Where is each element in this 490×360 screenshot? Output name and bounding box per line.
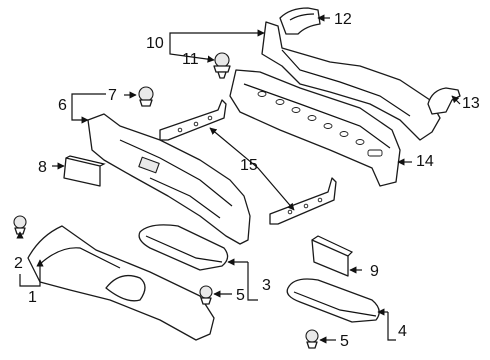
- callout-4: 4: [398, 323, 407, 340]
- callout-7: 7: [108, 87, 117, 104]
- part-6-rear-panel: [87, 113, 251, 245]
- callout-13: 13: [462, 95, 480, 112]
- callout-2: 2: [14, 255, 23, 272]
- callout-1: 1: [28, 289, 37, 306]
- part-8-pad: [63, 155, 106, 187]
- callout-5-upper: 5: [236, 287, 245, 304]
- callout-8: 8: [38, 159, 47, 176]
- part-5-clip-lower: [305, 329, 319, 349]
- part-11-clip: [213, 52, 231, 79]
- callout-6: 6: [58, 97, 67, 114]
- callout-12: 12: [334, 11, 352, 28]
- leader-lines: [16, 14, 461, 344]
- callout-3: 3: [262, 277, 271, 294]
- part-15-upper-bracket: [159, 99, 227, 141]
- part-9-bracket: [311, 235, 354, 277]
- callout-11: 11: [182, 51, 199, 68]
- callout-5-lower: 5: [340, 333, 349, 350]
- part-5-clip-upper: [199, 285, 213, 305]
- callout-9: 9: [370, 263, 379, 280]
- part-2-clip: [13, 215, 27, 235]
- callout-10: 10: [146, 35, 164, 52]
- part-7-clip: [138, 86, 154, 107]
- part-15-lower-bracket: [269, 177, 337, 225]
- part-12-cover: [279, 7, 321, 35]
- callout-14: 14: [416, 153, 434, 170]
- part-13-bracket: [427, 87, 461, 115]
- part-3-board: [138, 224, 229, 271]
- callout-15: 15: [240, 157, 258, 174]
- part-14-rail: [229, 69, 401, 187]
- part-1-lower-trim: [27, 225, 215, 341]
- part-10-upper-panel: [261, 21, 441, 141]
- part-4-board: [286, 278, 380, 323]
